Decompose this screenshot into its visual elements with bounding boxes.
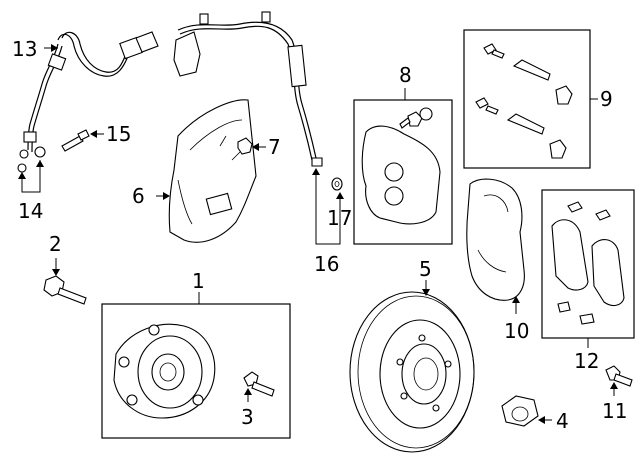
hub-box: [101, 303, 291, 439]
callout-15: 15: [106, 122, 131, 146]
callout-12: 12: [574, 349, 599, 373]
callout-5: 5: [419, 257, 432, 281]
splash-shield-6[interactable]: [156, 99, 257, 243]
grommet-17[interactable]: [331, 177, 343, 191]
callout-9: 9: [600, 87, 613, 111]
clips-14[interactable]: [17, 146, 46, 193]
bolt-11[interactable]: [605, 365, 633, 396]
callout-7: 7: [268, 135, 281, 159]
callout-14: 14: [18, 199, 43, 223]
callout-4: 4: [556, 409, 569, 433]
stud-3[interactable]: [243, 371, 275, 402]
bolt-15[interactable]: [61, 129, 104, 152]
nut-4[interactable]: [501, 395, 552, 427]
callout-8: 8: [399, 63, 412, 87]
abs-harness-16[interactable]: [173, 11, 344, 245]
callout-2: 2: [49, 232, 62, 256]
bolt-2[interactable]: [43, 258, 87, 305]
abs-sensor-harness[interactable]: [23, 31, 159, 153]
brake-rotor-5[interactable]: [349, 280, 475, 453]
brake-pads-12[interactable]: [551, 201, 625, 325]
callout-17: 17: [327, 206, 352, 230]
wheel-hub-1[interactable]: [113, 323, 216, 419]
callout-10: 10: [504, 319, 529, 343]
guide-pins-9[interactable]: [475, 43, 573, 159]
caliper-8[interactable]: [361, 107, 441, 225]
callout-6: 6: [132, 184, 145, 208]
callout-3: 3: [241, 405, 254, 429]
callout-13: 13: [12, 37, 37, 61]
callout-1: 1: [192, 269, 205, 293]
bolt-7[interactable]: [237, 137, 266, 155]
callout-11: 11: [602, 399, 627, 423]
caliper-box: [353, 99, 453, 245]
callout-16: 16: [314, 252, 339, 276]
caliper-bracket-10[interactable]: [466, 178, 525, 314]
